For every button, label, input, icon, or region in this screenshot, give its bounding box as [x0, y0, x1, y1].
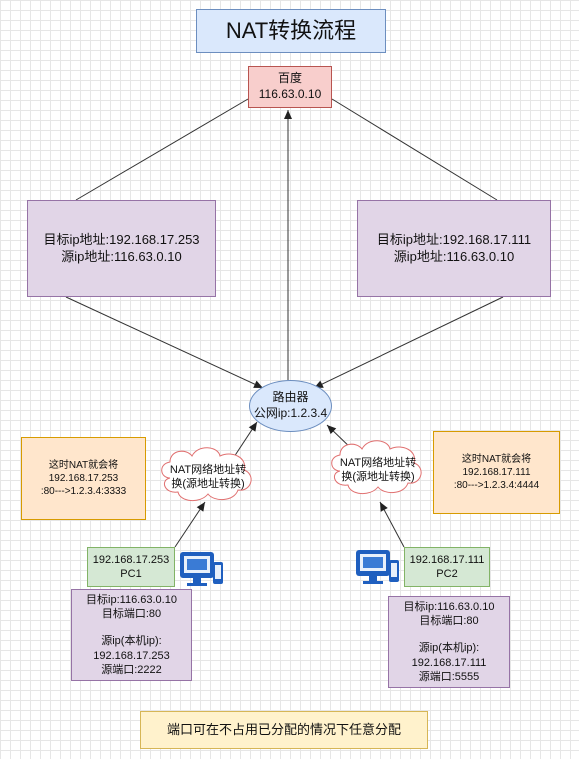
packet-right: 目标ip地址:192.168.17.111 源ip地址:116.63.0.10 — [357, 200, 551, 297]
edge-pc1-to-nat — [174, 501, 206, 548]
nat-left-line1: NAT网络地址转 — [169, 464, 247, 476]
note-right-line2: 192.168.17.111 — [462, 467, 531, 478]
pc2-info-line: 源端口:5555 — [418, 670, 480, 683]
pc1-info-line: 目标端口:80 — [101, 608, 162, 621]
footer-note: 端口可在不占用已分配的情况下任意分配 — [140, 711, 428, 749]
edge-packet-right-to-router — [313, 296, 504, 389]
edge-pc2-to-nat — [379, 501, 405, 548]
note-left: 这时NAT就会将 192.168.17.253 :80--->1.2.3.4:3… — [21, 437, 146, 520]
packet-left-src: 源ip地址:116.63.0.10 — [61, 248, 182, 264]
edge-packet-right-to-server — [331, 98, 498, 201]
pc1-name: PC1 — [120, 568, 142, 580]
note-left-line2: 192.168.17.253 — [48, 473, 119, 484]
router-node: 路由器 公网ip:1.2.3.4 — [249, 380, 332, 432]
nat-right-line1: NAT网络地址转 — [339, 457, 417, 469]
server-name: 百度 — [277, 71, 302, 86]
server-node: 百度 116.63.0.10 — [248, 66, 332, 108]
note-left-line1: 这时NAT就会将 — [48, 460, 119, 471]
pc1-ip: 192.168.17.253 — [92, 553, 170, 566]
pc1-info-line: 源端口:2222 — [101, 663, 162, 676]
nat-right-line2: 换(源地址转换) — [341, 471, 415, 484]
pc1-info: 目标ip:116.63.0.10 目标端口:80 源ip(本机ip): 192.… — [71, 589, 192, 681]
pc2-name: PC2 — [436, 568, 458, 580]
nat-left-label: NAT网络地址转 换(源地址转换) — [160, 463, 256, 492]
packet-left-dest: 目标ip地址:192.168.17.253 — [43, 231, 200, 247]
packet-right-src: 源ip地址:116.63.0.10 — [393, 248, 515, 264]
nat-right-label: NAT网络地址转 换(源地址转换) — [330, 456, 426, 485]
page-title: NAT转换流程 — [196, 9, 386, 53]
pc2-info-line: 目标端口:80 — [419, 615, 479, 628]
pc2-info-line: 目标ip:116.63.0.10 — [403, 600, 495, 613]
edge-packet-left-to-server — [75, 98, 249, 201]
nat-left-line2: 换(源地址转换) — [171, 478, 245, 491]
pc2-node: 192.168.17.111 PC2 — [404, 547, 490, 587]
note-left-line3: :80--->1.2.3.4:3333 — [40, 486, 127, 497]
page-title-text: NAT转换流程 — [225, 17, 357, 43]
note-right: 这时NAT就会将 192.168.17.111 :80--->1.2.3.4:4… — [433, 431, 560, 514]
cloud-icon — [331, 440, 422, 494]
edge-nat-left-to-router — [231, 421, 258, 461]
pc2-info-line: 源ip(本机ip): — [418, 642, 480, 655]
footer-note-text: 端口可在不占用已分配的情况下任意分配 — [166, 721, 401, 737]
pc2-info-line: 192.168.17.111 — [411, 656, 487, 669]
pc1-info-line: 目标ip:116.63.0.10 — [86, 593, 177, 606]
pc2-info: 目标ip:116.63.0.10 目标端口:80 源ip(本机ip): 192.… — [388, 596, 510, 688]
router-name: 路由器 — [272, 390, 309, 405]
computer-icon — [180, 552, 223, 586]
pc1-info-line: 源ip(本机ip): — [101, 635, 162, 648]
edge-packet-left-to-router — [65, 296, 264, 389]
computer-icon — [356, 550, 399, 584]
pc1-info-line: 192.168.17.253 — [93, 649, 170, 662]
pc1-node: 192.168.17.253 PC1 — [87, 547, 175, 587]
packet-right-dest: 目标ip地址:192.168.17.111 — [376, 231, 532, 247]
pc2-ip: 192.168.17.111 — [409, 553, 485, 566]
note-right-line1: 这时NAT就会将 — [461, 454, 532, 465]
packet-left: 目标ip地址:192.168.17.253 源ip地址:116.63.0.10 — [27, 200, 216, 297]
router-ip: 公网ip:1.2.3.4 — [253, 406, 328, 420]
cloud-icon — [161, 447, 252, 501]
note-right-line3: :80--->1.2.3.4:4444 — [453, 480, 540, 491]
server-ip: 116.63.0.10 — [258, 87, 322, 101]
